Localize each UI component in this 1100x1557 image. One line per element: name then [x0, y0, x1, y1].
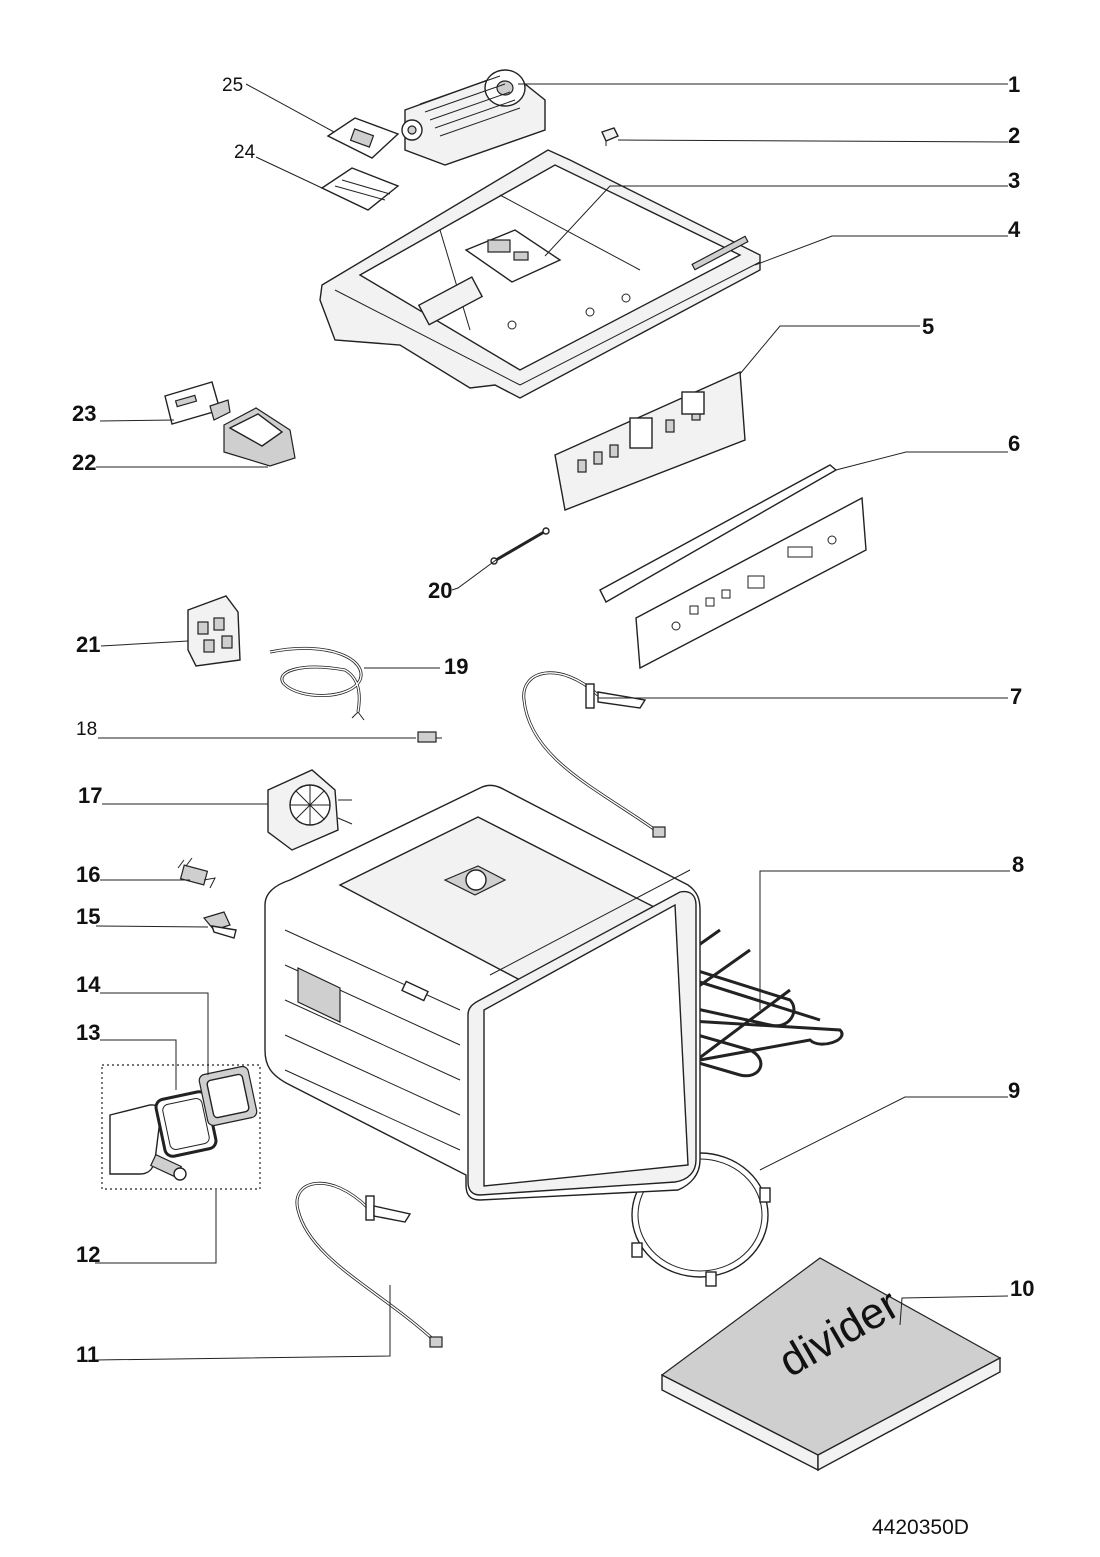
part-1-tangential-fan	[401, 69, 546, 166]
leader-lines	[94, 83, 1010, 1361]
callout-23: 23	[72, 401, 96, 426]
callout-17: 17	[78, 783, 102, 808]
callout-8: 8	[1012, 852, 1024, 877]
part-12-lamp-assembly	[101, 1064, 261, 1190]
part-24-board	[320, 167, 400, 211]
callout-11: 11	[76, 1342, 99, 1367]
callout-4: 4	[1008, 217, 1021, 242]
callout-15: 15	[76, 904, 100, 929]
callout-2: 2	[1008, 123, 1020, 148]
callout-7: 7	[1010, 684, 1022, 709]
oven-cavity	[264, 784, 701, 1201]
part-14-lamp-cover	[198, 1065, 258, 1127]
callout-20: 20	[428, 578, 452, 603]
part-7-sensor	[522, 671, 666, 838]
callout-10: 10	[1010, 1276, 1034, 1301]
part-10-divider: divider	[660, 1257, 1002, 1472]
callout-5: 5	[922, 314, 934, 339]
part-4-top-frame	[319, 149, 761, 399]
part-18-connector	[408, 731, 442, 743]
callout-25: 25	[222, 75, 243, 96]
callout-21: 21	[76, 632, 100, 657]
part-19-power-cable	[269, 647, 365, 721]
part-16-switch	[177, 857, 216, 889]
callout-24: 24	[234, 142, 256, 163]
part-6-control-panel	[599, 464, 867, 670]
part-2-clip	[601, 127, 619, 146]
drawing-code: 4420350D	[872, 1516, 969, 1539]
callout-labels: 1 2 3 4 5 6 7 8 9 10 11 12 13 14 15 16 1…	[72, 72, 1034, 1367]
callout-19: 19	[444, 654, 468, 679]
part-20-wire-link	[490, 527, 550, 565]
callout-18: 18	[76, 719, 97, 740]
callout-3: 3	[1008, 168, 1020, 193]
part-3-control-board	[464, 229, 562, 283]
callout-14: 14	[76, 972, 101, 997]
part-23-label	[164, 381, 221, 425]
callout-13: 13	[76, 1020, 100, 1045]
part-22-knob	[209, 399, 296, 467]
part-21-terminal-block	[187, 595, 241, 667]
callout-9: 9	[1008, 1078, 1020, 1103]
part-5-bracket	[554, 370, 746, 511]
part-15-bracket	[202, 911, 237, 939]
callout-6: 6	[1008, 431, 1020, 456]
part-17-fan-motor	[267, 769, 353, 851]
callout-12: 12	[76, 1242, 100, 1267]
callout-1: 1	[1008, 72, 1020, 97]
part-25-board	[326, 117, 400, 159]
part-11-sensor	[295, 1181, 443, 1348]
callout-22: 22	[72, 450, 96, 475]
callout-16: 16	[76, 862, 100, 887]
